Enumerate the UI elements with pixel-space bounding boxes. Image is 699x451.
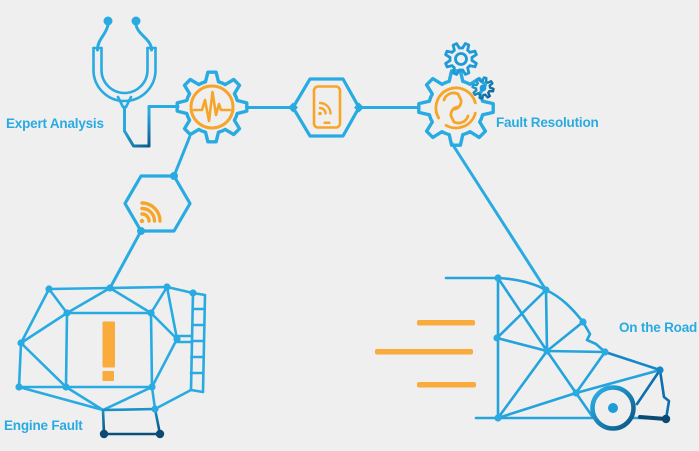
truck-node — [656, 366, 664, 374]
truck-nodes — [15, 283, 197, 413]
stethoscope-earpiece-dot — [103, 16, 113, 26]
label-expert-analysis: Expert Analysis — [6, 116, 104, 131]
ecg-pulse-icon — [192, 90, 232, 123]
hexagon-wifi-signal-icon — [123, 172, 192, 235]
wifi-signal-icon — [139, 201, 162, 224]
label-fault-resolution: Fault Resolution — [496, 115, 599, 130]
exclamation-icon — [102, 321, 115, 381]
connector-node — [170, 172, 178, 180]
wrench-cycle-icon — [434, 86, 477, 130]
small-gear-filled-icon — [471, 76, 495, 100]
truck-nodes — [493, 274, 609, 422]
connector-node — [288, 102, 298, 113]
wireframe-truck-exclamation-icon — [15, 283, 207, 439]
pulse-circle — [189, 84, 235, 130]
diagnostics-gear-icon — [175, 70, 249, 144]
wireframe-truck-wheel-speed-lines-icon — [375, 274, 671, 431]
label-on-the-road: On the Road — [619, 320, 698, 335]
wheel-icon — [590, 385, 636, 431]
truck-grille — [189, 291, 207, 394]
connector-lines — [108, 106, 548, 291]
stethoscope-icon — [92, 16, 180, 148]
truck-dark-nodes — [99, 429, 165, 439]
connector-node — [137, 227, 145, 235]
stethoscope-earpiece-dot — [131, 16, 141, 26]
connector-node — [354, 102, 364, 113]
repair-gear-with-wrench-icon — [417, 69, 495, 147]
tablet-icon — [312, 85, 342, 129]
small-gear-icon — [444, 42, 478, 76]
speed-lines-icon — [375, 320, 476, 388]
label-engine-fault: Engine Fault — [4, 418, 83, 433]
hexagon-tablet-wifi-icon — [288, 77, 364, 138]
truck-dark-node — [661, 414, 671, 424]
